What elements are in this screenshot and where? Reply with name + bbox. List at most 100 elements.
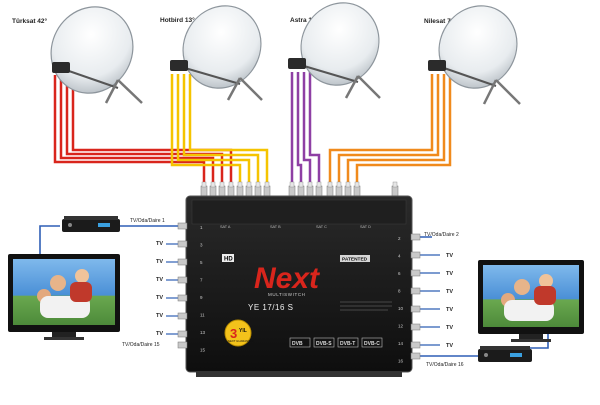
f-connector: [353, 185, 361, 198]
lnb-arm: [184, 67, 241, 85]
f-connector: [335, 185, 343, 198]
cable-group-nilesat: [328, 74, 452, 196]
cable-astra-3: [302, 72, 312, 196]
port-number: 16: [398, 359, 404, 364]
tv-label: TV: [446, 253, 453, 259]
lnb-arm: [303, 65, 359, 83]
left-output-connectors: [177, 222, 188, 349]
dish-stand: [226, 77, 242, 101]
dish-label-turksat: Türksat 42°: [12, 17, 48, 25]
f-connector: [410, 269, 421, 277]
lnb-icon: [52, 62, 70, 73]
f-connector: [227, 185, 235, 198]
cable-nilesat-3: [346, 74, 446, 196]
tv-label: TV: [156, 331, 163, 337]
f-connector: [254, 185, 262, 198]
f-connector-tip: [327, 181, 333, 188]
cable-group-hotbird: [170, 74, 269, 196]
port-number: 11: [200, 313, 205, 318]
right-bottom-label: TV/Oda/Daire 16: [426, 362, 464, 368]
port-number: 3: [200, 243, 203, 248]
cable-turksat-4: [71, 75, 233, 196]
standard-logo: [313, 337, 335, 348]
port-number: 15: [200, 348, 206, 353]
f-connector-tip: [237, 181, 243, 188]
lnb-arm: [65, 69, 119, 89]
cable-nilesat-1: [328, 74, 434, 196]
warranty-number: 3: [230, 326, 237, 341]
dish-stand: [482, 79, 498, 105]
standard-logo-text: DVB-S: [316, 341, 332, 347]
dish-label-nilesat: Nilesat 7°W: [424, 17, 460, 25]
cable-hotbird-2: [176, 74, 251, 196]
f-connector: [236, 185, 244, 198]
f-connector: [177, 276, 188, 284]
receiver-display: [510, 353, 522, 357]
cable-nilesat-2: [337, 74, 440, 196]
dish-stand: [104, 79, 120, 104]
multiswitch-top-plate: [191, 199, 407, 225]
f-connector: [288, 185, 296, 198]
left-bottom-label: TV/Oda/Daire 15: [122, 342, 160, 348]
f-connector: [200, 185, 208, 198]
port-number: 7: [200, 278, 203, 283]
cable-turksat-2: [59, 75, 215, 196]
f-connector-tip: [316, 181, 322, 188]
f-connector: [344, 185, 352, 198]
f-connector: [410, 233, 421, 241]
f-connector: [410, 251, 421, 259]
f-connector-tip: [298, 181, 304, 188]
port-number: 5: [200, 260, 203, 265]
right-top-label: TV/Oda/Daire 2: [424, 232, 459, 238]
dish-stand: [117, 79, 143, 104]
dish-stand: [357, 75, 381, 99]
spec-lines: [340, 301, 392, 311]
f-connector: [306, 185, 314, 198]
port-number: 9: [200, 295, 203, 300]
cable-receiver-left-tv: [39, 225, 60, 255]
dish-hotbird: Hotbird 13°: [160, 5, 263, 101]
f-connector: [391, 185, 399, 198]
input-connectors: [200, 181, 399, 198]
f-connector: [218, 185, 226, 198]
f-connector: [177, 222, 188, 230]
dish-stand: [344, 75, 360, 99]
sat-label-b: SAT B: [270, 225, 281, 229]
lnb-arm: [443, 67, 497, 87]
standard-logo-text: DVB-C: [364, 341, 380, 347]
tv-label: TV: [446, 289, 453, 295]
f-connector: [177, 258, 188, 266]
right-tv: [478, 260, 584, 342]
left-receiver: [62, 216, 120, 232]
f-connector-tip: [228, 181, 234, 188]
tv-label: TV: [446, 325, 453, 331]
f-connector-tip: [255, 181, 261, 188]
standard-logo: [289, 337, 311, 348]
receiver-display: [98, 223, 110, 227]
tv-stand: [52, 332, 76, 337]
output-cables: [39, 225, 549, 357]
dish-label-astra: Astra 19.2°: [290, 16, 324, 24]
f-connector: [315, 185, 323, 198]
left-tv: [8, 254, 120, 340]
cable-hotbird-3: [182, 74, 260, 196]
f-connector-tip: [289, 181, 295, 188]
tv-label: TV: [446, 271, 453, 277]
f-connector: [410, 305, 421, 313]
hd-badge: [222, 254, 234, 262]
warranty-sub: NEXT GUARANTEE: [228, 339, 254, 343]
tv-base: [44, 337, 84, 340]
right-receiver: [478, 346, 532, 362]
cable-turksat-1: [53, 75, 206, 196]
f-connector-tip: [246, 181, 252, 188]
brand-logo: Next: [254, 262, 321, 295]
f-connector: [177, 294, 188, 302]
family-image-icon: [37, 269, 92, 318]
dish-nilesat: Nilesat 7°W: [424, 5, 521, 105]
port-number: 12: [398, 324, 404, 329]
brand-subtitle: MULTISWITCH: [268, 292, 306, 297]
sat-label-c: SAT C: [316, 225, 327, 229]
